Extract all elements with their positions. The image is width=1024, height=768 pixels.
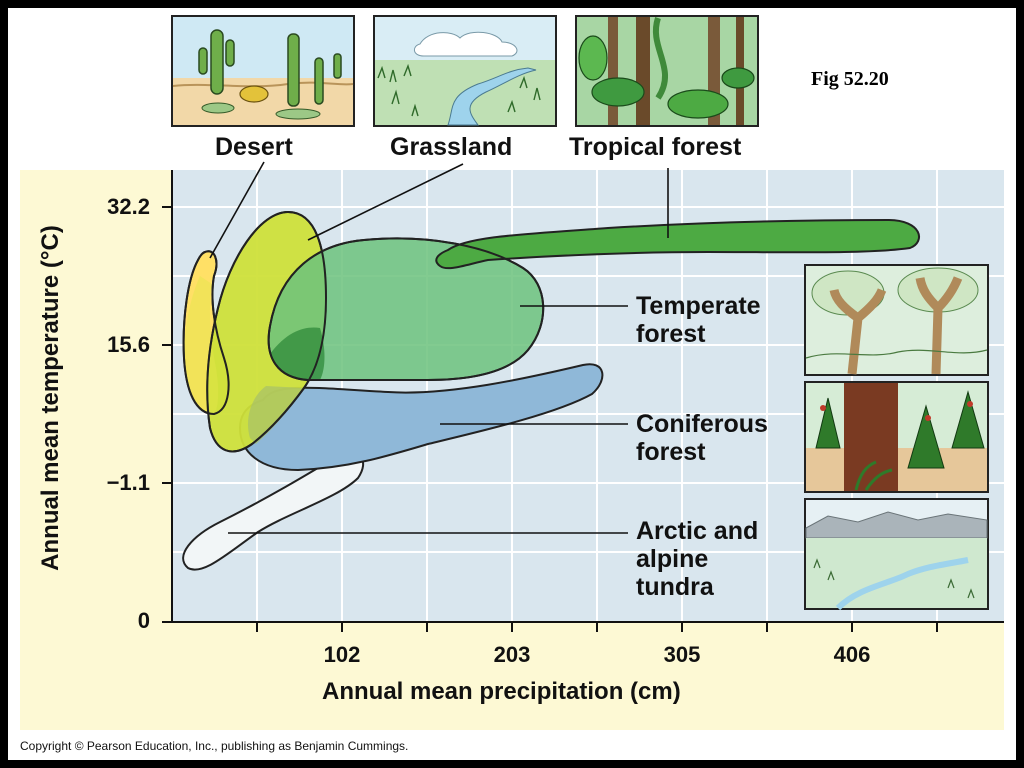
desert-leader-line [209, 161, 265, 259]
coniferous-forest-label: Coniferous forest [636, 410, 768, 466]
desert-image [171, 15, 355, 127]
slide: Annual mean temperature (°C) Desert Gras… [8, 8, 1016, 760]
tundra-image [804, 498, 989, 611]
x-axis-title: Annual mean precipitation (cm) [322, 678, 681, 705]
overlap-region [247, 386, 304, 444]
y-tick-label: 0 [137, 608, 150, 633]
temperate-forest-label: Temperate forest [636, 292, 761, 348]
desert-label: Desert [215, 133, 293, 161]
x-tick-label: 305 [663, 642, 701, 667]
tundra-label: Arctic and alpine tundra [636, 517, 759, 601]
coniferous-forest-region [238, 363, 604, 472]
tropical-forest-label: Tropical forest [569, 133, 742, 161]
overlap-region [184, 276, 219, 414]
biome-diagram: Annual mean temperature (°C) [20, 15, 1004, 730]
x-tick-label: 406 [833, 642, 871, 667]
copyright-notice: Copyright © Pearson Education, Inc., pub… [20, 739, 409, 753]
figure-label: Fig 52.20 [811, 68, 889, 90]
x-tick-label: 102 [323, 642, 361, 667]
temperate-forest-image [804, 264, 989, 376]
y-axis-title: Annual mean temperature (°C) [37, 225, 64, 571]
grassland-image [373, 15, 557, 127]
y-tick-label: −1.1 [106, 470, 150, 495]
axes [162, 170, 1004, 632]
grassland-label: Grassland [390, 133, 513, 161]
grassland-leader-line [307, 163, 464, 241]
y-tick-label: 32.2 [107, 194, 150, 219]
tropical-forest-region [435, 218, 920, 270]
x-tick-label: 203 [493, 642, 531, 667]
overlap-region [270, 327, 325, 380]
y-tick-label: 15.6 [107, 332, 150, 357]
leader-lines [209, 161, 669, 534]
coniferous-forest-image [804, 381, 989, 493]
tropical-forest-image [575, 15, 759, 127]
